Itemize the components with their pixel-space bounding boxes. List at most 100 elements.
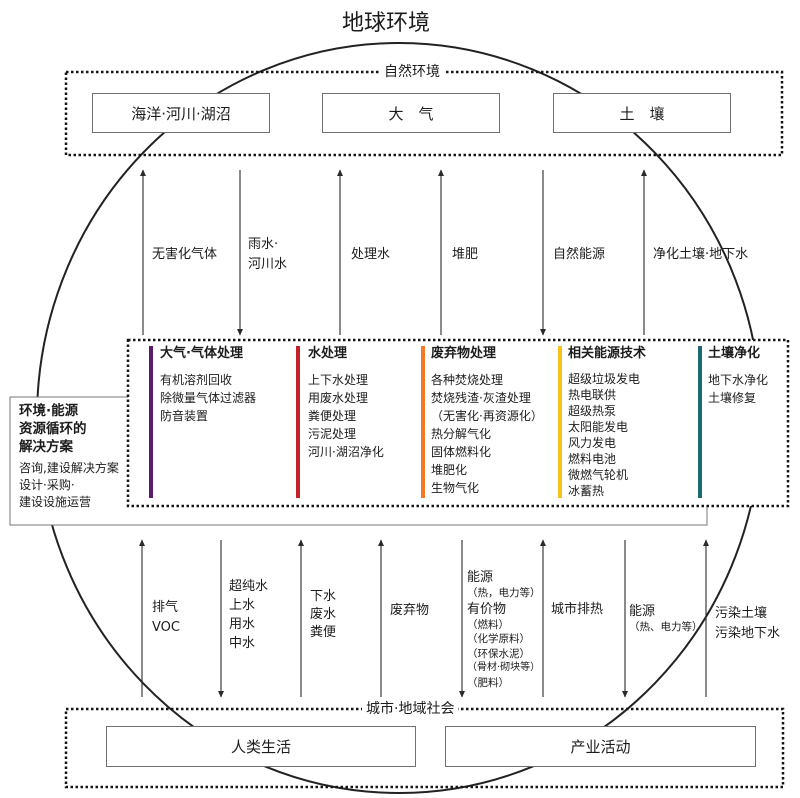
category-item: 太阳能发电 [568, 420, 629, 434]
category-water: 水处理 上下水处理 用废水处理 粪便处理 污泥处理 河川·湖沼净化 [308, 345, 384, 461]
urban-society-frame [64, 707, 785, 789]
flow-label-line: 粪便 [310, 625, 337, 640]
category-title: 土壤净化 [708, 346, 761, 361]
category-bar-energy [558, 346, 562, 498]
category-items: 上下水处理 用废水处理 粪便处理 污泥处理 河川·湖沼净化 [308, 371, 384, 461]
category-bar-air-gas [149, 346, 153, 498]
category-items: 地下水净化 土壤修复 [708, 371, 768, 407]
flow-label-urban-waste-heat: 城市排热 [551, 600, 603, 620]
flow-label-line: 有价物 [467, 601, 507, 617]
flow-label-line: 排气 [152, 600, 179, 615]
flow-label-line: （肥料） [467, 676, 509, 689]
category-title: 水处理 [308, 346, 348, 361]
flow-label-water-supply: 超纯水 上水 用水 中水 [229, 577, 268, 653]
box-atmosphere: 大 气 [322, 93, 500, 133]
flow-label-line: （热、电力等） [629, 621, 703, 633]
category-item: 风力发电 [568, 436, 617, 450]
urban-society-label: 城市·地域社会 [362, 700, 459, 718]
category-waste: 废弃物处理 各种焚烧处理 焚烧残渣·灰渣处理 （无害化·再资源化） 热分解气化 … [431, 345, 543, 497]
category-item: 固体燃料化 [431, 445, 492, 459]
box-soil: 土 壤 [553, 93, 731, 133]
category-item: 微燃气轮机 [568, 468, 629, 482]
category-air-gas: 大气·气体处理 有机溶剂回收 除微量气体过滤器 防音装置 [160, 345, 256, 425]
flow-label-line: 用水 [229, 617, 256, 632]
category-item: 土壤修复 [708, 391, 757, 405]
category-item: （无害化·再资源化） [431, 409, 543, 423]
flow-label-line: （燃料） [467, 618, 509, 631]
flow-label-line: VOC [152, 620, 180, 635]
flow-label-sewage: 下水 废水 粪便 [310, 588, 336, 642]
category-bar-soil [698, 346, 702, 498]
category-item: 堆肥化 [431, 463, 468, 477]
flow-label-line: 河川水 [248, 257, 288, 272]
category-item: 超级热泵 [568, 404, 617, 418]
solutions-heading-line: 解决方案 [19, 439, 73, 455]
flow-label-line: 废水 [310, 607, 337, 622]
category-title: 废弃物处理 [431, 346, 497, 361]
flow-label-line: 城市排热 [551, 602, 604, 617]
flow-label-energy-valuables: 能源 （热，电力等） 有价物 （燃料） （化学原料） （环保水泥） （骨材·砌块… [467, 569, 541, 690]
category-item: 热电联供 [568, 388, 617, 402]
flow-label-line: 雨水· [248, 237, 279, 252]
solutions-heading: 环境·能源 资源循环的 解决方案 [19, 402, 119, 456]
diagram-title: 地球环境 [342, 11, 431, 36]
box-industrial-activity: 产业活动 [445, 726, 756, 767]
technologies-frame [126, 338, 790, 508]
flow-label-line: 污染地下水 [715, 626, 781, 641]
flow-label-line: 上水 [229, 598, 256, 613]
category-energy: 相关能源技术 超级垃圾发电 热电联供 超级热泵 太阳能发电 风力发电 燃料电池 … [568, 345, 646, 499]
category-item: 地下水净化 [708, 373, 769, 387]
category-item: 防音装置 [160, 409, 209, 423]
box-ocean-river-lake: 海洋·河川·湖沼 [92, 93, 270, 133]
flow-label-line: 处理水 [351, 247, 391, 262]
category-soil: 土壤净化 地下水净化 土壤修复 [708, 345, 768, 407]
category-item: 焚烧残渣·灰渣处理 [431, 391, 531, 405]
flow-label-treated-water: 处理水 [351, 245, 390, 265]
category-item: 各种焚烧处理 [431, 373, 504, 387]
category-item: 用废水处理 [308, 391, 369, 405]
flow-label-line: 净化土壤·地下水 [653, 247, 749, 262]
flow-label-line: 自然能源 [553, 247, 606, 262]
category-item: 河川·湖沼净化 [308, 445, 384, 459]
category-item: 超级垃圾发电 [568, 372, 641, 386]
category-items: 各种焚烧处理 焚烧残渣·灰渣处理 （无害化·再资源化） 热分解气化 固体燃料化 … [431, 371, 543, 497]
flow-label-line: 超纯水 [229, 579, 269, 594]
flow-label-line: 废弃物 [390, 603, 430, 618]
flow-label-natural-energy: 自然能源 [553, 245, 605, 265]
flow-label-purified-soil-groundwater: 净化土壤·地下水 [653, 245, 748, 265]
category-item: 粪便处理 [308, 409, 357, 423]
flow-label-line: （骨材·砌块等） [467, 662, 541, 673]
flow-label-contaminated-soil: 污染土壤 污染地下水 [715, 604, 780, 644]
box-human-life: 人类生活 [106, 726, 416, 767]
flow-label-exhaust-voc: 排气 VOC [152, 598, 180, 638]
flow-label-line: （化学原料） [467, 633, 530, 645]
solutions-service-line: 建设设施运营 [19, 495, 92, 509]
solutions-service-line: 设计·采购· [19, 478, 75, 492]
natural-environment-label: 自然环境 [380, 63, 444, 81]
category-item: 冰蓄热 [568, 484, 605, 498]
category-item: 生物气化 [431, 481, 480, 495]
solutions-service-line: 咨询,建设解决方案 [19, 461, 119, 475]
category-bar-water [296, 346, 300, 498]
flow-label-line: 中水 [229, 636, 256, 651]
solutions-heading-line: 资源循环的 [19, 421, 87, 437]
solutions-services: 咨询,建设解决方案 设计·采购· 建设设施运营 [19, 460, 119, 511]
category-item: 有机溶剂回收 [160, 373, 233, 387]
category-item: 上下水处理 [308, 373, 369, 387]
category-items: 有机溶剂回收 除微量气体过滤器 防音装置 [160, 371, 256, 425]
flow-label-line: 堆肥 [452, 247, 479, 262]
flow-label-rain-river-water: 雨水· 河川水 [248, 235, 287, 275]
category-item: 热分解气化 [431, 427, 492, 441]
natural-environment-frame [64, 70, 784, 157]
category-item: 污泥处理 [308, 427, 357, 441]
flow-label-line: （热，电力等） [467, 587, 541, 599]
flow-label-energy-heat-power: 能源 （热、电力等） [629, 603, 703, 635]
flow-label-line: 能源 [467, 570, 494, 585]
category-items: 超级垃圾发电 热电联供 超级热泵 太阳能发电 风力发电 燃料电池 微燃气轮机 冰… [568, 371, 646, 499]
flow-label-compost: 堆肥 [452, 245, 478, 265]
flow-label-line: 下水 [310, 589, 337, 604]
category-title: 大气·气体处理 [160, 346, 243, 361]
category-bar-waste [421, 346, 425, 498]
